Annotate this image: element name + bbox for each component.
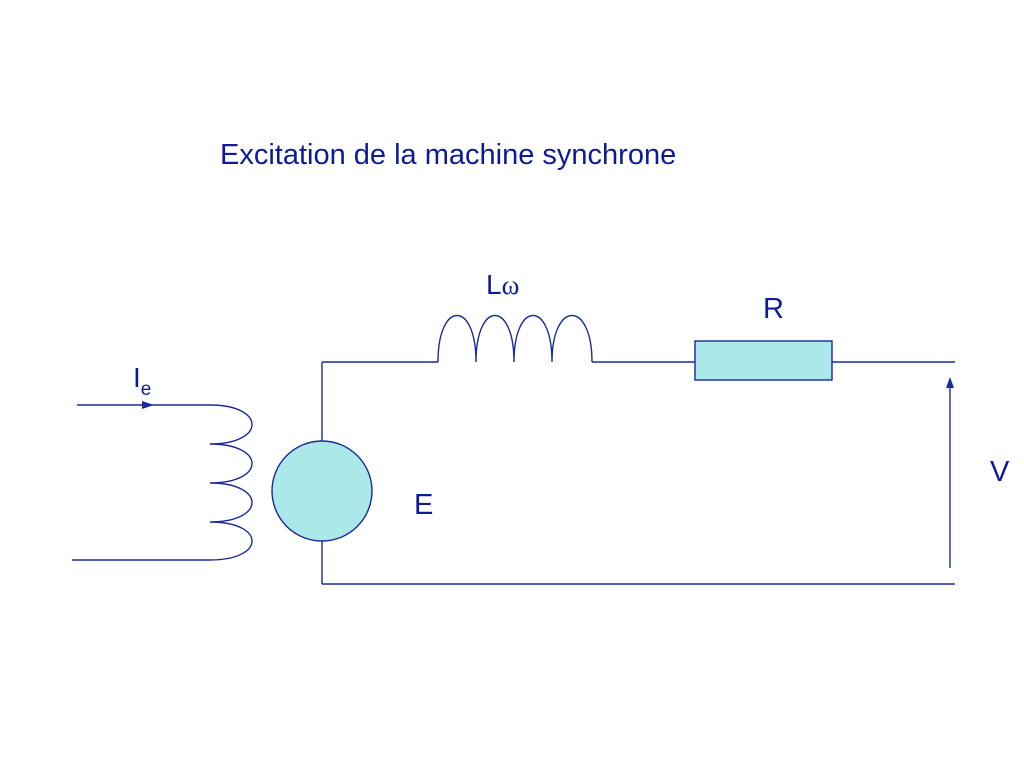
current-label-main: I <box>133 362 141 393</box>
resistor <box>694 340 833 381</box>
current-label-subscript: e <box>141 379 152 400</box>
voltage-arrow <box>946 377 954 568</box>
excitation-winding <box>72 401 253 561</box>
emf-source <box>271 440 373 542</box>
current-label: Ie <box>133 362 151 400</box>
voltage-arrow-icon <box>946 377 954 388</box>
inductance-label-letter: L <box>486 269 502 300</box>
circuit-diagram <box>72 315 955 585</box>
inductor-coil <box>437 315 593 363</box>
excitation-coil <box>209 404 253 561</box>
emf-label: E <box>414 489 433 521</box>
inductance-label-omega: ω <box>502 270 520 300</box>
current-arrow-icon <box>142 401 154 409</box>
armature-circuit <box>271 315 955 585</box>
voltage-label: V <box>990 456 1010 488</box>
slide-title: Excitation de la machine synchrone <box>220 139 676 171</box>
inductance-label: Lω <box>486 269 519 300</box>
resistance-label: R <box>763 293 784 325</box>
